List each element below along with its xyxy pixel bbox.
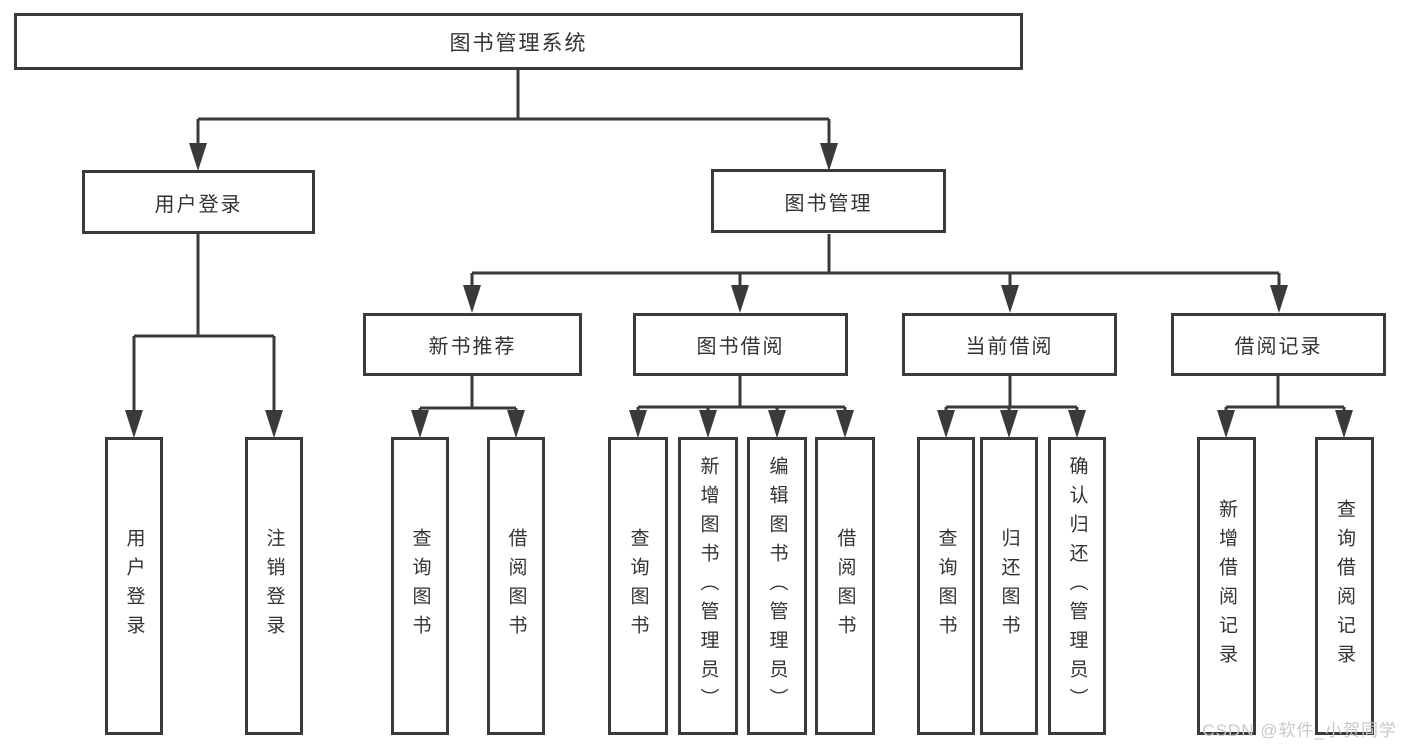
leaf-borrow-add-admin-label: 新增图书（管理员） <box>697 455 719 717</box>
node-new-book-recommend: 新书推荐 <box>363 313 582 376</box>
leaf-borrow-edit-admin: 编辑图书（管理员） <box>747 437 807 735</box>
leaf-newbook-query: 查询图书 <box>391 437 449 735</box>
leaf-current-return-label: 归还图书 <box>998 528 1020 644</box>
node-borrow-records-label: 借阅记录 <box>1234 336 1323 358</box>
node-book-management: 图书管理 <box>711 169 946 233</box>
leaf-borrow-add-admin: 新增图书（管理员） <box>678 437 738 735</box>
node-book-borrow: 图书借阅 <box>633 313 848 376</box>
leaf-current-confirm-admin-label: 确认归还（管理员） <box>1066 455 1088 717</box>
leaf-newbook-borrow: 借阅图书 <box>487 437 545 735</box>
arrowhead-icons <box>125 143 1353 438</box>
leaf-borrow-edit-admin-label: 编辑图书（管理员） <box>766 455 788 717</box>
leaf-borrow-query: 查询图书 <box>608 437 668 735</box>
node-book-management-label: 图书管理 <box>784 192 873 215</box>
leaf-borrow-borrow-label: 借阅图书 <box>834 528 856 644</box>
node-user-login: 用户登录 <box>82 170 315 234</box>
leaf-record-query: 查询借阅记录 <box>1315 437 1374 735</box>
leaf-user-login: 用户登录 <box>105 437 163 735</box>
leaf-record-query-label: 查询借阅记录 <box>1334 499 1355 673</box>
leaf-current-return: 归还图书 <box>980 437 1038 735</box>
leaf-logout: 注销登录 <box>245 437 303 735</box>
leaf-current-query-label: 查询图书 <box>935 528 957 644</box>
leaf-newbook-query-label: 查询图书 <box>409 528 431 644</box>
node-root: 图书管理系统 <box>14 13 1023 70</box>
node-borrow-records: 借阅记录 <box>1171 313 1386 376</box>
node-current-borrow-label: 当前借阅 <box>965 336 1054 358</box>
leaf-user-login-label: 用户登录 <box>123 528 145 644</box>
leaf-current-query: 查询图书 <box>917 437 975 735</box>
watermark: CSDN @软件_小贺同学 <box>1202 721 1397 740</box>
node-root-label: 图书管理系统 <box>449 31 588 55</box>
leaf-current-confirm-admin: 确认归还（管理员） <box>1048 437 1106 735</box>
connector-paths <box>132 70 1346 413</box>
node-user-login-label: 用户登录 <box>154 193 243 216</box>
node-book-borrow-label: 图书借阅 <box>696 336 785 358</box>
leaf-logout-label: 注销登录 <box>263 528 285 644</box>
leaf-record-add-label: 新增借阅记录 <box>1216 499 1237 673</box>
node-current-borrow: 当前借阅 <box>902 313 1117 376</box>
leaf-borrow-borrow: 借阅图书 <box>815 437 875 735</box>
leaf-borrow-query-label: 查询图书 <box>627 528 649 644</box>
leaf-record-add: 新增借阅记录 <box>1197 437 1256 735</box>
node-new-book-recommend-label: 新书推荐 <box>428 336 517 358</box>
leaf-newbook-borrow-label: 借阅图书 <box>505 528 527 644</box>
